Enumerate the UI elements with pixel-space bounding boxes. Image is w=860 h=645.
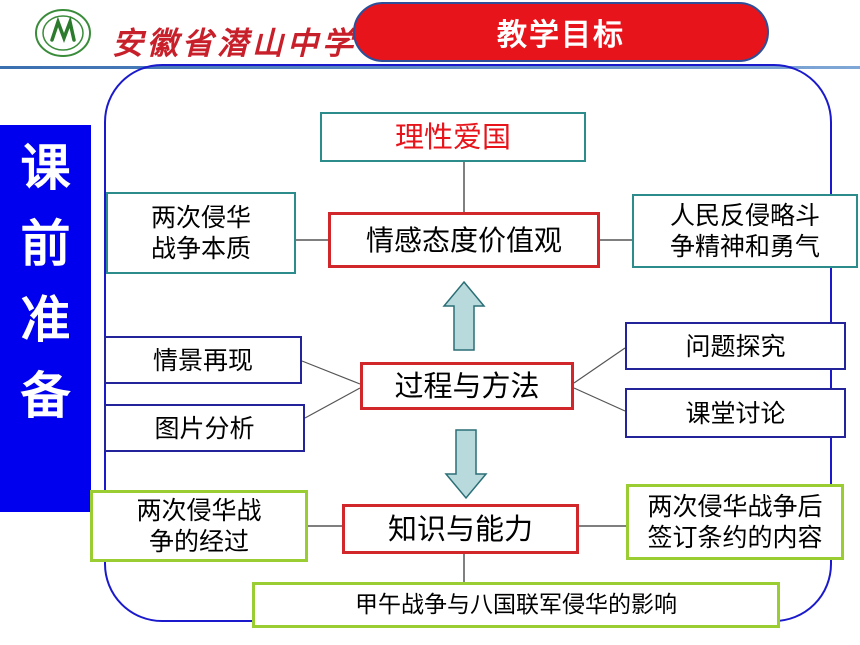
school-name: 安徽省潜山中学 (112, 26, 357, 58)
knowledge-right-box: 两次侵华战争后 签订条约的内容 (626, 484, 844, 560)
process-right-top-label: 问题探究 (685, 331, 786, 361)
emotion-right-line: 争精神和勇气 (669, 232, 820, 261)
banner-char: 准 (20, 291, 71, 349)
knowledge-right-line: 两次侵华战争后 (647, 492, 823, 521)
connector-line (301, 360, 361, 385)
knowledge-center-label: 知识与能力 (387, 511, 533, 546)
connector-line (573, 347, 626, 384)
process-left-top-box: 情景再现 (104, 336, 302, 384)
school-logo (34, 8, 92, 58)
emotion-right-line: 人民反侵略斗 (669, 201, 820, 230)
emotion-left-box: 两次侵华 战争本质 (106, 192, 296, 274)
emotion-left-line: 战争本质 (150, 234, 251, 263)
banner-char: 备 (20, 367, 71, 425)
banner-char: 课 (20, 139, 71, 197)
knowledge-right-line: 签订条约的内容 (647, 523, 823, 552)
process-left-top-label: 情景再现 (152, 345, 253, 375)
top-goal-box: 理性爱国 (320, 112, 586, 162)
banner-char: 前 (20, 215, 71, 273)
emotion-center-box: 情感态度价值观 (328, 212, 600, 268)
emotion-right-box: 人民反侵略斗 争精神和勇气 (632, 194, 858, 268)
emotion-left-line: 两次侵华 (150, 203, 251, 232)
knowledge-left-box: 两次侵华战 争的经过 (90, 490, 308, 562)
knowledge-center-box: 知识与能力 (342, 504, 579, 554)
emotion-center-label: 情感态度价值观 (365, 223, 562, 257)
down-arrow-icon (444, 429, 488, 500)
side-banner-text: 课 前 准 备 (0, 130, 91, 434)
knowledge-left-line: 两次侵华战 (136, 496, 262, 525)
page-title: 教学目标 (353, 2, 769, 62)
process-center-label: 过程与方法 (394, 368, 540, 403)
process-center-box: 过程与方法 (360, 362, 574, 410)
knowledge-bottom-box: 甲午战争与八国联军侵华的影响 (252, 582, 780, 628)
process-right-bottom-box: 课堂讨论 (625, 388, 846, 438)
process-right-bottom-label: 课堂讨论 (685, 398, 786, 428)
side-banner (0, 125, 91, 512)
knowledge-bottom-label: 甲午战争与八国联军侵华的影响 (355, 591, 677, 618)
process-left-bottom-label: 图片分析 (154, 413, 255, 443)
header-divider (0, 66, 860, 69)
connector-line (573, 387, 626, 412)
top-goal-label: 理性爱国 (394, 119, 511, 154)
up-arrow-icon (442, 280, 486, 351)
process-right-top-box: 问题探究 (625, 322, 846, 370)
knowledge-left-line: 争的经过 (148, 527, 249, 556)
process-left-bottom-box: 图片分析 (104, 404, 305, 452)
connector-line (304, 387, 361, 419)
